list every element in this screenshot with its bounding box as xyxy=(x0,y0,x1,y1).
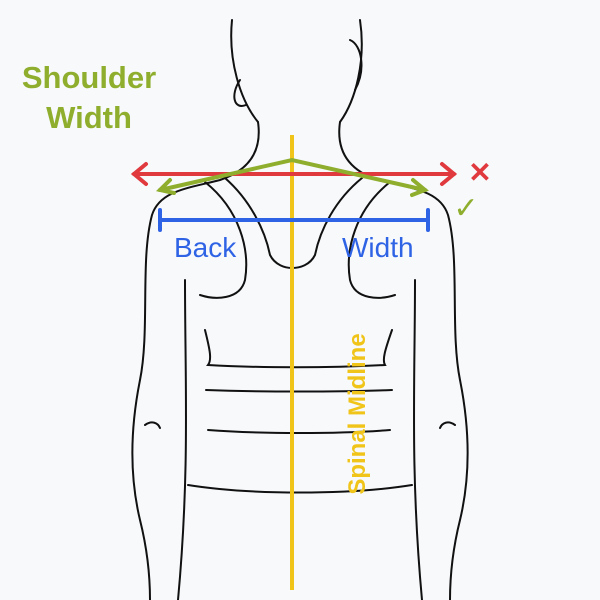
elbow-marks xyxy=(144,421,456,429)
width-label: Width xyxy=(342,232,414,263)
incorrect-x-icon: ✕ xyxy=(468,157,491,188)
shoulder-width-label: Shoulder Width xyxy=(14,58,164,138)
waist-band-1 xyxy=(205,389,393,393)
left-body-outline xyxy=(131,121,260,600)
right-arm-inner xyxy=(412,279,423,600)
shoulder-label-line1: Shoulder xyxy=(21,60,157,95)
back-label: Back xyxy=(174,232,237,263)
incorrect-shoulder-line xyxy=(130,162,458,186)
hip-line xyxy=(187,484,413,494)
head-outline xyxy=(230,19,363,123)
spinal-midline-label: Spinal Midline xyxy=(344,333,371,495)
left-strap xyxy=(199,181,248,299)
shoulder-label-line2: Width xyxy=(46,100,132,135)
correct-shoulder-line xyxy=(155,157,429,197)
left-arm-inner xyxy=(177,279,188,600)
hair-outline xyxy=(233,39,363,107)
correct-check-icon: ✓ xyxy=(453,191,478,226)
back-width-line xyxy=(158,208,430,232)
waist-band-2 xyxy=(207,429,391,434)
right-strap xyxy=(347,181,396,299)
bra-band xyxy=(204,329,393,369)
